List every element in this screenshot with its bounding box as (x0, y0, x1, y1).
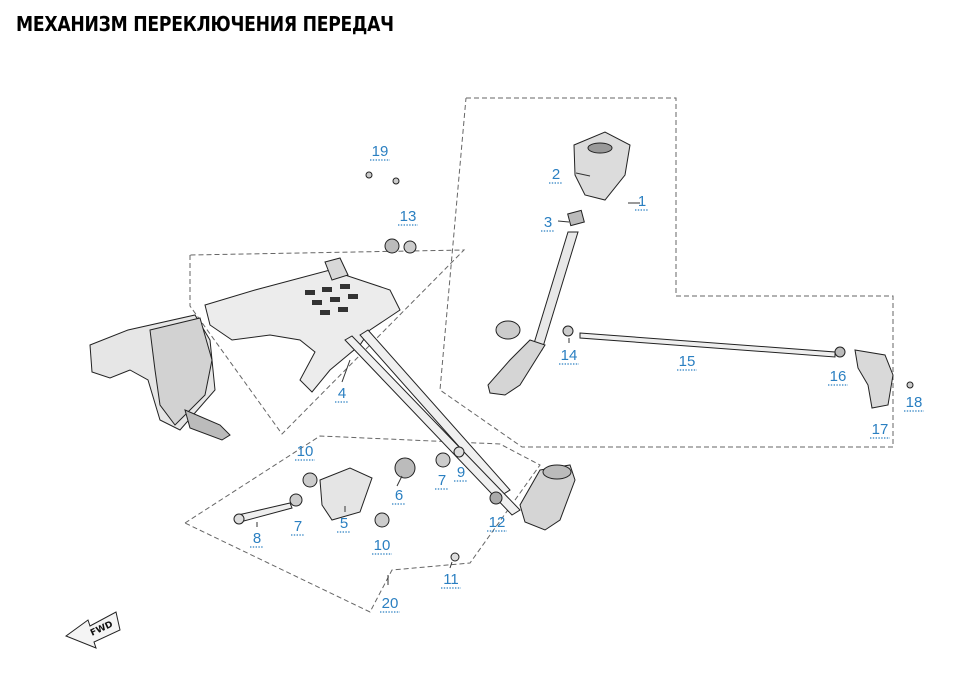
group-boundary-linkage (184, 435, 541, 613)
group-boundary-shifter (439, 97, 894, 448)
callout-20: 20 (382, 595, 399, 612)
callout-5: 5 (340, 515, 348, 532)
callout-18: 18 (906, 394, 923, 411)
part-1-shift-lever (487, 131, 631, 396)
frame-bracket (89, 314, 231, 441)
callout-8: 8 (253, 530, 261, 547)
callout-17: 17 (872, 421, 889, 438)
part-17-shift-arm (834, 346, 914, 409)
callout-15: 15 (679, 353, 696, 370)
callout-7-upper: 7 (438, 472, 446, 489)
group-boundary-frame (189, 249, 466, 435)
callout-9: 9 (457, 464, 465, 481)
callout-12: 12 (489, 514, 506, 531)
linkage-rods (344, 329, 521, 516)
part-12-housing (489, 464, 576, 531)
leader-lines (256, 172, 640, 585)
callout-14: 14 (561, 347, 578, 364)
callout-2: 2 (552, 166, 560, 183)
part-4-bracket (204, 257, 401, 393)
callout-labels: 19 13 2 3 1 14 15 16 18 17 4 10 6 7 9 12… (250, 143, 924, 613)
callout-1: 1 (638, 193, 646, 210)
callout-16: 16 (830, 368, 847, 385)
callout-6: 6 (395, 487, 403, 504)
callout-4: 4 (338, 385, 346, 402)
callout-11: 11 (443, 571, 459, 588)
callout-19: 19 (372, 143, 389, 160)
callout-7-lower: 7 (294, 518, 302, 535)
part-15-shift-rod (579, 332, 836, 358)
callout-10-upper: 10 (297, 443, 314, 460)
callout-13: 13 (400, 208, 417, 225)
forward-direction-arrow: FWD (64, 611, 121, 649)
callout-3: 3 (544, 214, 552, 231)
small-fittings (233, 171, 574, 562)
callout-10-lower: 10 (374, 537, 391, 554)
page-title: МЕХАНИЗМ ПЕРЕКЛЮЧЕНИЯ ПЕРЕДАЧ (16, 12, 394, 36)
